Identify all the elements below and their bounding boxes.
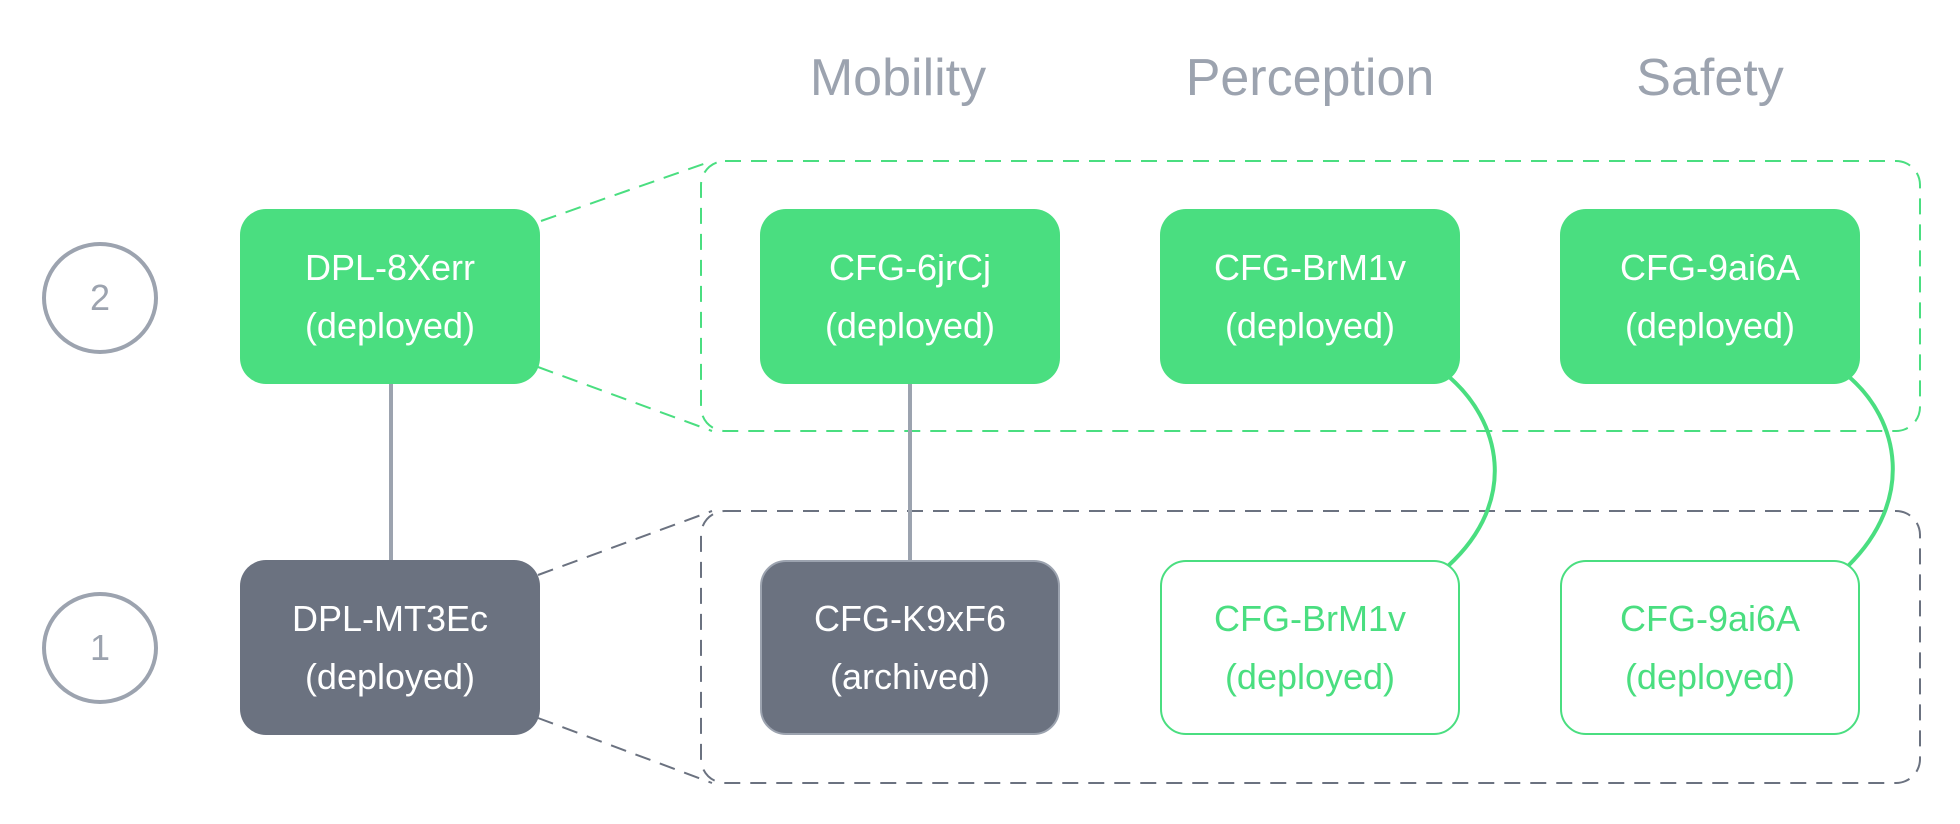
column-header-perception: Perception <box>1185 49 1435 107</box>
node-id: CFG-6jrCj <box>829 246 991 288</box>
node-id: CFG-9ai6A <box>1619 246 1801 288</box>
config-node-level-1-mobility[interactable]: CFG-K9xF6 (archived) <box>760 560 1060 735</box>
node-id: DPL-8Xerr <box>304 246 476 288</box>
level-badge-1: 1 <box>42 592 158 704</box>
node-id: CFG-K9xF6 <box>813 597 1007 639</box>
node-status: (deployed) <box>1224 304 1396 346</box>
column-header-mobility: Mobility <box>809 49 987 107</box>
reuse-curve-perception <box>1446 374 1497 568</box>
node-id: CFG-BrM1v <box>1214 246 1406 288</box>
node-status: (deployed) <box>1224 655 1396 697</box>
node-id: CFG-9ai6A <box>1619 597 1801 639</box>
level-badge-2: 2 <box>42 242 158 354</box>
node-id: CFG-BrM1v <box>1214 597 1406 639</box>
node-id: DPL-MT3Ec <box>291 597 489 639</box>
fan-line-level-2-bottom <box>537 366 713 432</box>
deployment-node-level-1[interactable]: DPL-MT3Ec (deployed) <box>240 560 540 735</box>
config-node-level-2-perception[interactable]: CFG-BrM1v (deployed) <box>1160 209 1460 384</box>
config-node-level-2-mobility[interactable]: CFG-6jrCj (deployed) <box>760 209 1060 384</box>
level-1-config-group <box>700 510 1921 784</box>
fan-line-level-2-top <box>540 160 713 222</box>
node-status: (deployed) <box>824 304 996 346</box>
config-node-level-1-safety[interactable]: CFG-9ai6A (deployed) <box>1560 560 1860 735</box>
node-status: (deployed) <box>304 655 476 697</box>
fan-line-level-1-top <box>537 510 713 576</box>
reuse-curve-safety <box>1846 374 1895 568</box>
config-node-level-2-safety[interactable]: CFG-9ai6A (deployed) <box>1560 209 1860 384</box>
node-status: (deployed) <box>1624 655 1796 697</box>
node-status: (deployed) <box>1624 304 1796 346</box>
node-status: (archived) <box>829 655 991 697</box>
level-2-config-group <box>700 160 1921 432</box>
config-node-level-1-perception[interactable]: CFG-BrM1v (deployed) <box>1160 560 1460 735</box>
deployment-node-level-2[interactable]: DPL-8Xerr (deployed) <box>240 209 540 384</box>
fan-line-level-1-bottom <box>537 717 713 784</box>
node-status: (deployed) <box>304 304 476 346</box>
column-header-safety: Safety <box>1636 49 1784 107</box>
